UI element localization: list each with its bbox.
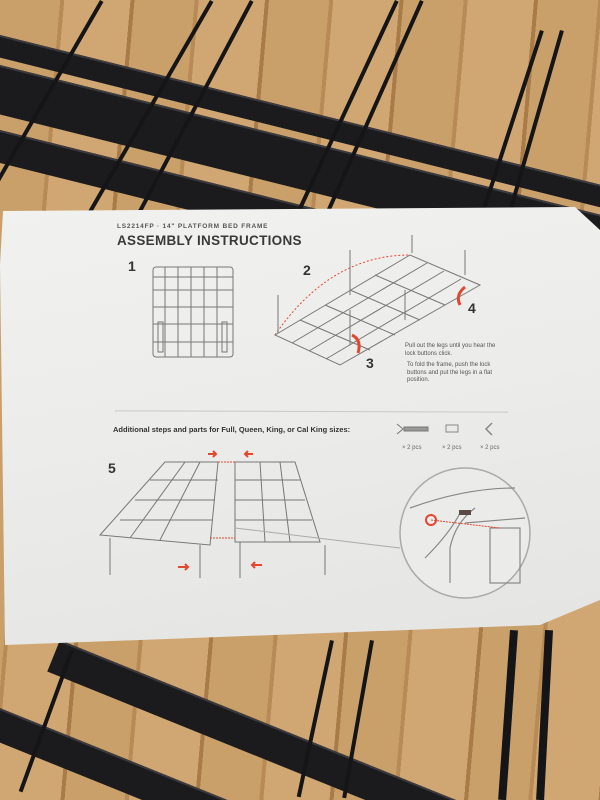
step-3-number: 3: [366, 355, 374, 371]
wing-nut-icon: [484, 422, 493, 436]
sheet-title: ASSEMBLY INSTRUCTIONS: [117, 233, 302, 248]
additional-heading: Additional steps and parts for Full, Que…: [113, 425, 351, 434]
sheet-subtitle: LS2214FP · 14" PLATFORM BED FRAME: [117, 223, 269, 230]
part-qty: × 2 pcs: [402, 445, 422, 451]
step-4-number: 4: [468, 300, 476, 316]
spacer-block-icon: [445, 424, 459, 433]
wing-bolt-icon: [396, 423, 429, 435]
note-fold-frame: To fold the frame, push the lock buttons…: [407, 362, 493, 383]
step-2-number: 2: [303, 262, 311, 278]
note-pull-legs: Pull out the legs until you hear the loc…: [405, 343, 496, 357]
folded-frame-illustration: [152, 266, 234, 358]
joining-frames-illustration: [98, 450, 326, 578]
detail-callout-illustration: [234, 467, 531, 599]
part-qty: × 2 pcs: [442, 445, 462, 451]
step-1-number: 1: [128, 258, 136, 274]
part-qty: × 2 pcs: [480, 445, 500, 451]
unfolded-frame-illustration: [273, 235, 482, 366]
step-5-number: 5: [108, 460, 116, 476]
